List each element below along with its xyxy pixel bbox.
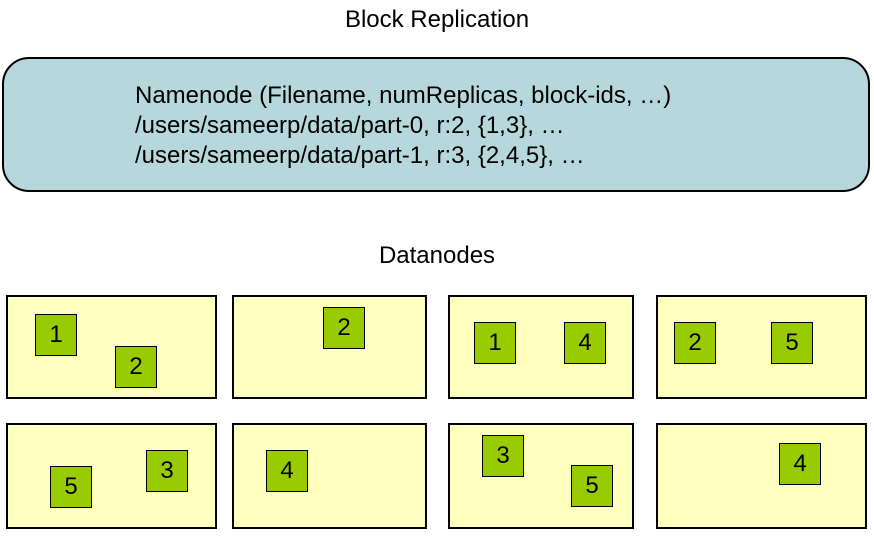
block-4: 4	[779, 443, 821, 485]
block-5: 5	[50, 466, 92, 508]
page-title: Block Replication	[344, 6, 530, 33]
block-1: 1	[35, 314, 77, 356]
block-3: 3	[146, 450, 188, 492]
block-2: 2	[674, 322, 716, 364]
datanodes-heading: Datanodes	[378, 242, 496, 269]
block-1: 1	[474, 322, 516, 364]
block-2: 2	[323, 307, 365, 349]
namenode-file-entry-part0: /users/sameerp/data/part-0, r:2, {1,3}, …	[135, 112, 565, 139]
namenode-file-entry-part1: /users/sameerp/data/part-1, r:3, {2,4,5}…	[135, 142, 585, 169]
namenode-box: Namenode (Filename, numReplicas, block-i…	[2, 57, 870, 192]
block-3: 3	[482, 435, 524, 477]
block-4: 4	[564, 322, 606, 364]
datanode-2: 2	[232, 295, 427, 399]
block-5: 5	[771, 322, 813, 364]
datanode-8: 4	[656, 423, 867, 529]
block-5: 5	[571, 465, 613, 507]
block-2: 2	[115, 346, 157, 388]
datanode-6: 4	[232, 423, 427, 529]
namenode-signature-line: Namenode (Filename, numReplicas, block-i…	[135, 82, 672, 109]
block-4: 4	[266, 450, 308, 492]
